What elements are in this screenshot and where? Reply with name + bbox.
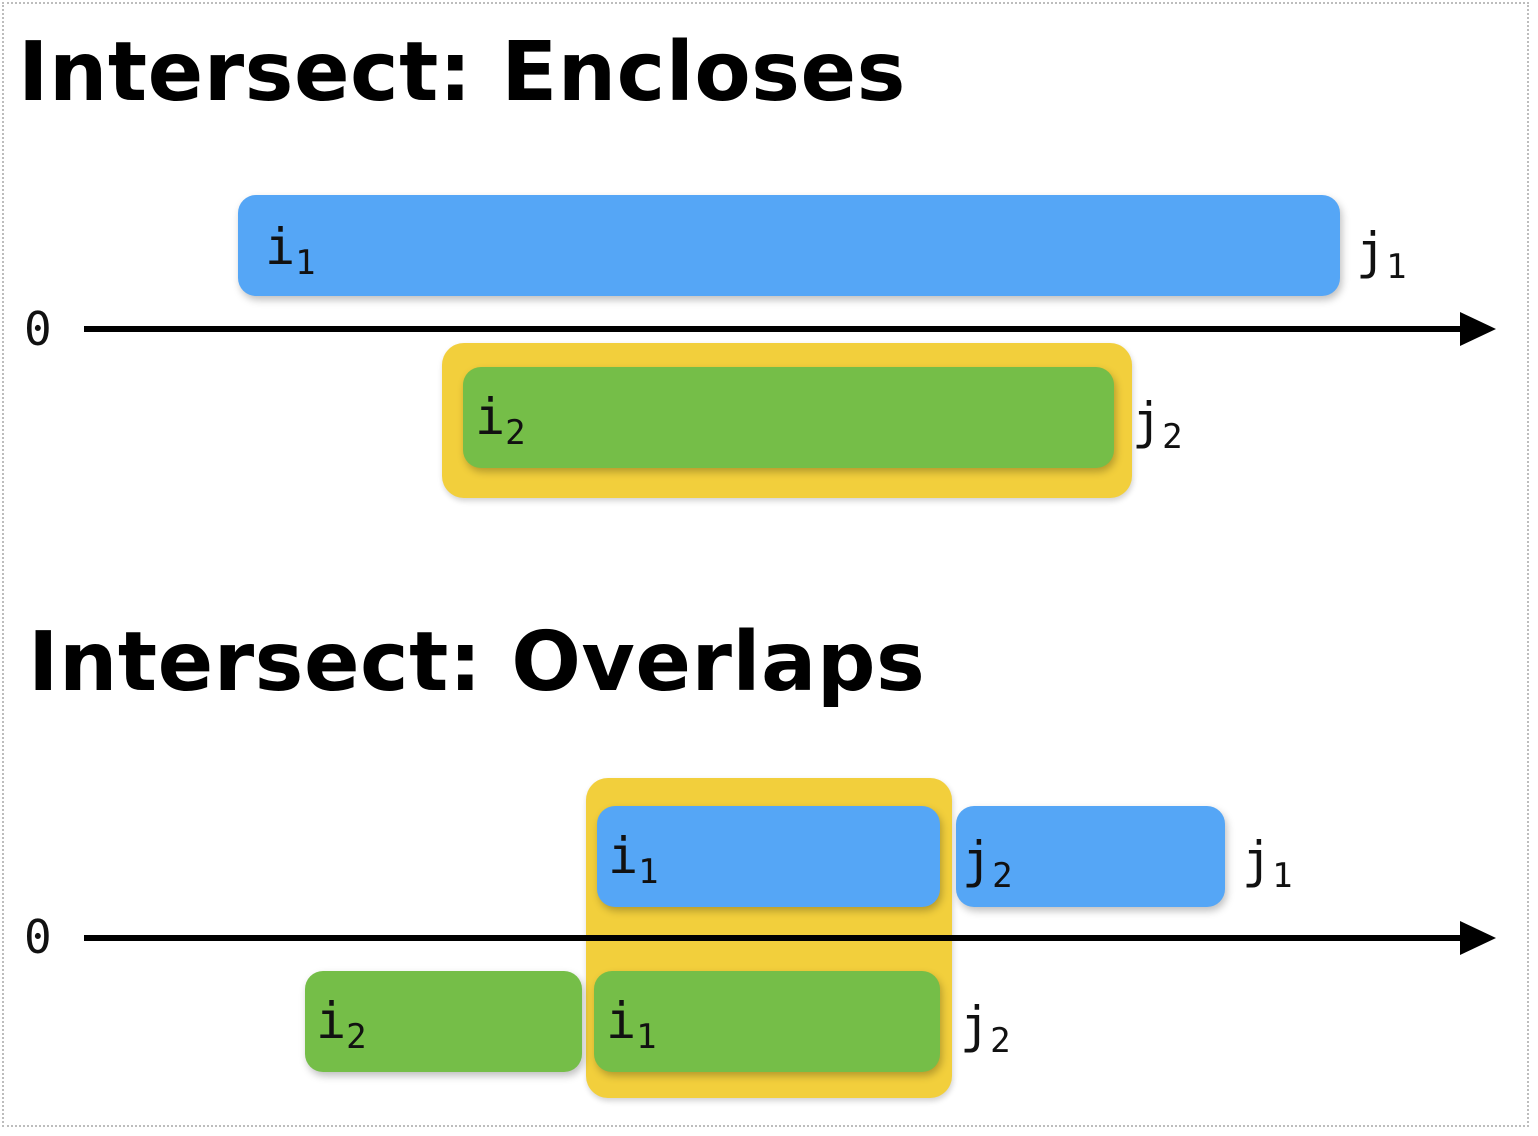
interval-end-label: j2 <box>960 996 1011 1061</box>
interval-bar-i2-j2 <box>463 367 1114 468</box>
time-axis <box>84 935 1464 941</box>
interval-segment-label: i2 <box>316 992 367 1057</box>
interval-bar-j2 <box>956 806 1225 907</box>
interval-segment-label: i1 <box>608 827 659 892</box>
interval-start-label: i2 <box>475 388 526 453</box>
interval-bar-i1-j1 <box>238 195 1340 296</box>
axis-arrowhead <box>1460 312 1496 346</box>
interval-end-label: j1 <box>1242 831 1293 896</box>
axis-origin-label: 0 <box>24 910 52 964</box>
time-axis <box>84 326 1464 332</box>
axis-origin-label: 0 <box>24 302 52 356</box>
axis-arrowhead <box>1460 921 1496 955</box>
interval-segment-label: i1 <box>606 992 657 1057</box>
interval-bar-i2 <box>305 971 582 1072</box>
interval-bar-i1 <box>597 806 940 907</box>
interval-bar-i1 <box>594 971 940 1072</box>
interval-start-label: i1 <box>265 218 316 283</box>
interval-end-label: j1 <box>1356 222 1407 287</box>
panel-title: Intersect: Encloses <box>18 25 906 120</box>
panel-title: Intersect: Overlaps <box>28 615 926 710</box>
interval-segment-label: j2 <box>962 831 1013 896</box>
interval-end-label: j2 <box>1132 392 1183 457</box>
